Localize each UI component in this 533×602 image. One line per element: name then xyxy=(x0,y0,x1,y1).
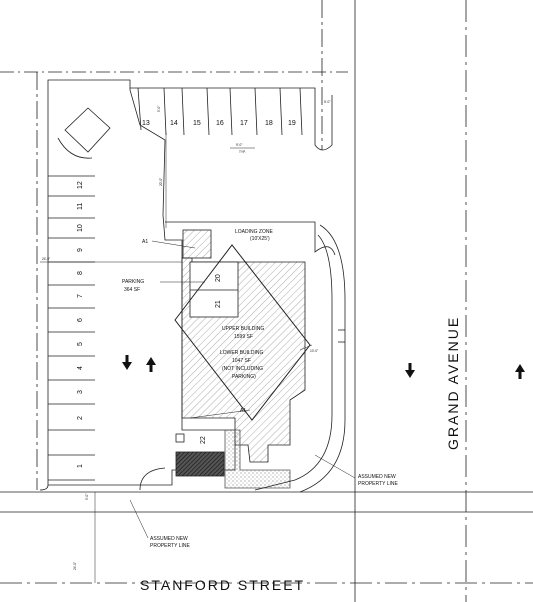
corner-sidewalk-inner xyxy=(254,234,333,491)
leader-a1-bottom xyxy=(189,409,251,419)
arrow-up-icon xyxy=(146,357,156,365)
parking-lot-north-edge xyxy=(130,87,333,151)
stall-number: 18 xyxy=(265,120,273,127)
corner-sidewalk xyxy=(299,224,346,493)
stall-number: 13 xyxy=(142,120,150,127)
stall-number: 22 xyxy=(200,436,207,444)
dark-hatched-area xyxy=(175,451,225,477)
a1-marker-top: A1 xyxy=(142,239,148,245)
dim-label: 20'-0" xyxy=(159,178,163,186)
lower-building-title: LOWER BUILDING xyxy=(220,350,263,356)
dumpster-wall xyxy=(57,137,93,159)
dumpster-enclosure xyxy=(64,107,111,153)
dim-label: TYP. xyxy=(239,150,246,154)
dim-label: 10'-0" xyxy=(310,349,318,353)
lower-building-area: 1047 SF xyxy=(232,358,251,364)
dim-label: 9'-0" xyxy=(236,143,242,147)
stair-element xyxy=(182,229,212,259)
lower-building-note2: PARKING) xyxy=(232,374,256,380)
loading-zone-title: LOADING ZONE xyxy=(235,229,273,235)
leader-property-line-bottom xyxy=(129,499,149,539)
upper-building-area: 1599 SF xyxy=(234,334,253,340)
stall-number: 8 xyxy=(77,271,84,275)
stall-number: 17 xyxy=(240,120,248,127)
dim-label: 24'-0" xyxy=(73,562,77,570)
garage-parking-area xyxy=(189,261,239,318)
property-line-label-bottom-1: ASSUMED NEW xyxy=(150,536,188,542)
dim-label: 5'-0" xyxy=(324,100,330,104)
stall-number: 4 xyxy=(77,366,84,370)
loading-zone-size: (10'X25') xyxy=(250,236,270,242)
arrow-down-icon xyxy=(405,370,415,378)
west-entry-curve xyxy=(39,484,49,491)
dim-label: 5'-0" xyxy=(157,106,161,112)
parking-label: PARKING xyxy=(122,279,144,285)
stall-number: 11 xyxy=(77,203,84,210)
lower-building-note1: (NOT INCLUDING xyxy=(222,366,263,372)
stall-number: 19 xyxy=(288,120,296,127)
parking-lot-outline xyxy=(47,79,236,486)
arrow-up-icon xyxy=(515,364,525,372)
property-line-label-bottom-2: PROPERTY LINE xyxy=(150,543,190,549)
stall-number: 10 xyxy=(77,224,84,232)
stall-number: 14 xyxy=(170,120,178,127)
property-line-label-right-2: PROPERTY LINE xyxy=(358,481,398,487)
stall-number: 3 xyxy=(77,390,84,394)
stall-number: 1 xyxy=(77,464,84,468)
stall-number: 21 xyxy=(215,300,222,308)
stanford-driveway-curve xyxy=(139,467,166,491)
upper-building-footprint xyxy=(174,244,311,421)
stall-number: 9 xyxy=(77,248,84,252)
stall-number: 16 xyxy=(216,120,224,127)
a1-marker-bottom: A1 xyxy=(240,408,246,414)
parking-area: 364 SF xyxy=(124,287,140,293)
property-line-label-right-1: ASSUMED NEW xyxy=(358,474,396,480)
stall-number: 15 xyxy=(193,120,201,127)
stall-number: 6 xyxy=(77,318,84,322)
planter-area xyxy=(224,429,291,489)
stall-number: 20 xyxy=(215,274,222,282)
stall-number: 5 xyxy=(77,342,84,346)
stall-number: 7 xyxy=(77,294,84,298)
stanford-street-label: STANFORD STREET xyxy=(140,577,305,593)
leader-a1-top xyxy=(151,240,196,249)
stall-22-marker xyxy=(175,433,185,443)
dim-label: 5'-0" xyxy=(85,494,89,500)
stall-number: 12 xyxy=(77,181,84,189)
arrow-down-icon xyxy=(122,362,132,370)
dim-label: 24'-0" xyxy=(42,257,50,261)
stall-number: 2 xyxy=(77,416,84,420)
leader-property-line-right xyxy=(314,454,356,479)
grand-avenue-label: GRAND AVENUE xyxy=(445,316,461,450)
upper-building-title: UPPER BUILDING xyxy=(222,326,264,332)
leader-upper-building xyxy=(299,344,313,351)
